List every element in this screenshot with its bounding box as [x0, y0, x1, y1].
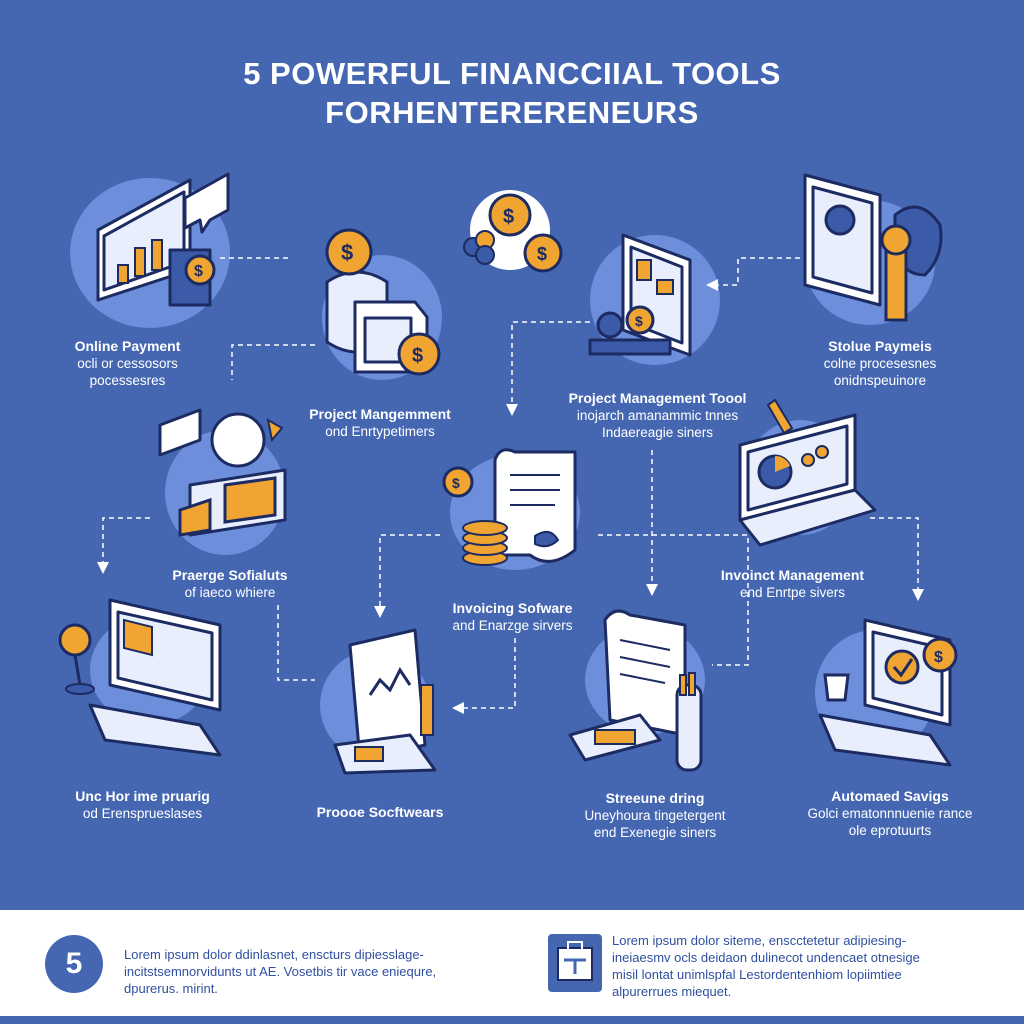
- footer-panel: [0, 910, 1024, 1024]
- label-heading: Automaed Savigs: [831, 788, 949, 804]
- label-sub: end Enrtpe sivers: [739, 585, 846, 600]
- page-title: 5 POWERFUL FINANCCIIAL TOOLS: [243, 56, 781, 91]
- svg-text:$: $: [452, 475, 460, 491]
- label-heading: Project Management Toool: [568, 390, 747, 406]
- tablet-key-icon: [803, 173, 943, 322]
- label-sub: ond Enrtypetimers: [325, 424, 435, 439]
- label-heading: Streeune dring: [605, 790, 705, 806]
- receipt-printer-icon: [568, 609, 703, 772]
- svg-text:$: $: [194, 263, 203, 280]
- svg-text:$: $: [341, 240, 353, 265]
- label-heading: Praerge Sofialuts: [172, 567, 288, 583]
- svg-text:$: $: [537, 244, 547, 264]
- label-sub: od Erensprueslases: [82, 806, 203, 821]
- label-heading: Stolue Paymeis: [828, 338, 932, 354]
- label-streeune: Streeune dring Uneyhoura tingetergent en…: [555, 790, 755, 841]
- coins-safe-icon: $ $: [325, 228, 441, 376]
- label-invoinct-management: Invoinct Management end Enrtpe sivers: [705, 567, 880, 601]
- laptop-check-icon: $: [818, 618, 958, 767]
- label-automaed-savigs: Automaed Savigs Golci ematonnnuenie ranc…: [795, 788, 985, 839]
- label-stolue-paymeis: Stolue Paymeis colne procesesnes onidnsp…: [800, 338, 960, 389]
- label-sub: and Enarzge sirvers: [452, 618, 573, 633]
- document-chart-icon: [333, 628, 437, 775]
- label-sub: of iaeco whiere: [184, 585, 276, 600]
- svg-text:$: $: [635, 313, 643, 329]
- svg-text:$: $: [412, 345, 423, 367]
- label-sub: Uneyhoura tingetergent end Exenegie sine…: [584, 808, 726, 840]
- label-project-mangemment: Project Mangemment ond Enrtypetimers: [290, 406, 470, 440]
- person-box-icon: [158, 408, 287, 537]
- laptop-chart-icon: [738, 398, 877, 547]
- connector-lines: [97, 257, 924, 714]
- page-subtitle: FORHENTERERENEURS: [325, 95, 699, 130]
- number-badge: 5: [45, 935, 103, 993]
- label-online-payment: Online Payment ocli or cessosors pocesse…: [40, 338, 215, 389]
- label-heading: Invoicing Sofware: [452, 600, 573, 616]
- coins-cluster-icon: $ $: [463, 193, 563, 273]
- label-heading: Unc Hor ime pruarig: [75, 788, 210, 804]
- label-sub: Golci ematonnnuenie rance ole eprotuurts: [807, 806, 973, 838]
- label-heading: Proooe Socftwears: [316, 804, 444, 820]
- monitor-chart-icon: $: [96, 172, 230, 307]
- label-unc-hor: Unc Hor ime pruarig od Erensprueslases: [50, 788, 235, 822]
- svg-text:$: $: [503, 206, 514, 228]
- briefcase-icon: [548, 934, 602, 992]
- coins-invoice-icon: $: [442, 448, 577, 566]
- label-sub: ocli or cessosors pocessesres: [77, 356, 178, 388]
- label-heading: Invoinct Management: [720, 567, 865, 583]
- label-proooe: Proooe Socftwears: [300, 804, 460, 821]
- label-sub: inojarch amanammic tnnes Indaereagie sin…: [576, 408, 739, 440]
- tablet-coins-icon: $: [588, 233, 692, 357]
- svg-text:$: $: [934, 649, 943, 666]
- label-invoicing-sofware: Invoicing Sofware and Enarzge sirvers: [425, 600, 600, 634]
- label-project-management-tool: Project Management Toool inojarch amanam…: [545, 390, 770, 441]
- footer-bottom-bar: [0, 1016, 1024, 1024]
- label-heading: Online Payment: [74, 338, 181, 354]
- desktop-lamp-icon: [58, 598, 222, 757]
- label-praerge: Praerge Sofialuts of iaeco whiere: [145, 567, 315, 601]
- label-sub: colne procesesnes onidnspeuinore: [823, 356, 937, 388]
- label-heading: Project Mangemment: [309, 406, 451, 422]
- footer-left-text: Lorem ipsum dolor ddinlasnet, enscturs d…: [124, 947, 437, 996]
- footer-right-text: Lorem ipsum dolor siteme, enscctetetur a…: [612, 933, 920, 999]
